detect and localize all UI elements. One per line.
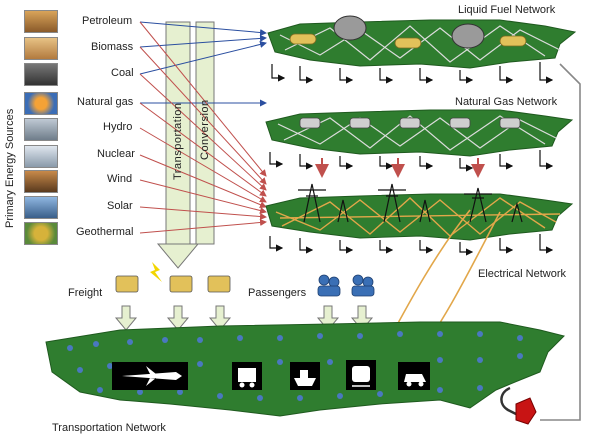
transportation-network-map xyxy=(45,321,565,417)
coal-thumbnail xyxy=(24,63,58,86)
fuel-pump-icon xyxy=(500,386,537,425)
nuclear-thumbnail xyxy=(24,145,58,168)
hydro-thumbnail xyxy=(24,118,58,141)
passenger-icons xyxy=(317,274,375,297)
natural-gas-thumbnail xyxy=(24,92,58,115)
transportation-network-label: Transportation Network xyxy=(52,422,166,434)
passengers-label: Passengers xyxy=(248,287,307,299)
source-label-wind: Wind xyxy=(107,173,133,185)
geothermal-thumbnail xyxy=(24,222,58,245)
source-label-natural-gas: Natural gas xyxy=(77,96,134,108)
natural-gas-network-label: Natural Gas Network xyxy=(455,96,558,108)
tanker-truck-icon xyxy=(333,15,485,49)
biomass-thumbnail xyxy=(24,37,58,60)
ship-icon xyxy=(290,362,320,390)
source-label-nuclear: Nuclear xyxy=(97,148,135,160)
truck-icon xyxy=(115,275,231,293)
source-arrows-blue xyxy=(139,21,267,107)
freight-icons xyxy=(115,262,231,293)
source-arrows-red xyxy=(139,21,267,234)
source-label-geothermal: Geothermal xyxy=(76,226,134,238)
wind-thumbnail xyxy=(24,170,58,193)
pipeline-icon xyxy=(299,117,521,129)
freight-label: Freight xyxy=(68,287,103,299)
source-label-petroleum: Petroleum xyxy=(82,15,133,27)
petroleum-thumbnail xyxy=(24,10,58,33)
source-label-solar: Solar xyxy=(107,200,133,212)
oil-barrel-icon xyxy=(289,33,527,49)
conversion-bar-label: Conversion xyxy=(199,99,211,160)
people-icon xyxy=(317,274,375,297)
train-icon xyxy=(346,360,376,390)
power-tower-icon xyxy=(298,183,523,223)
transportation-bar-label: Transportation xyxy=(172,102,184,180)
truck-icon xyxy=(232,362,262,390)
car-icon xyxy=(398,362,430,390)
electrical-network-label: Electrical Network xyxy=(478,268,567,280)
fuel-line xyxy=(540,63,581,421)
primary-energy-sources-label: Primary Energy Sources xyxy=(4,108,16,228)
source-label-biomass: Biomass xyxy=(91,41,134,53)
liquid-fuel-network-map xyxy=(267,15,577,84)
airplane-icon xyxy=(112,362,188,390)
electrical-network-map xyxy=(265,183,574,256)
natural-gas-network-map xyxy=(265,109,574,178)
source-label-hydro: Hydro xyxy=(103,121,133,133)
conversion-bar xyxy=(195,21,215,245)
solar-thumbnail xyxy=(24,196,58,219)
liquid-fuel-network-label: Liquid Fuel Network xyxy=(458,4,556,16)
source-label-coal: Coal xyxy=(111,67,134,79)
